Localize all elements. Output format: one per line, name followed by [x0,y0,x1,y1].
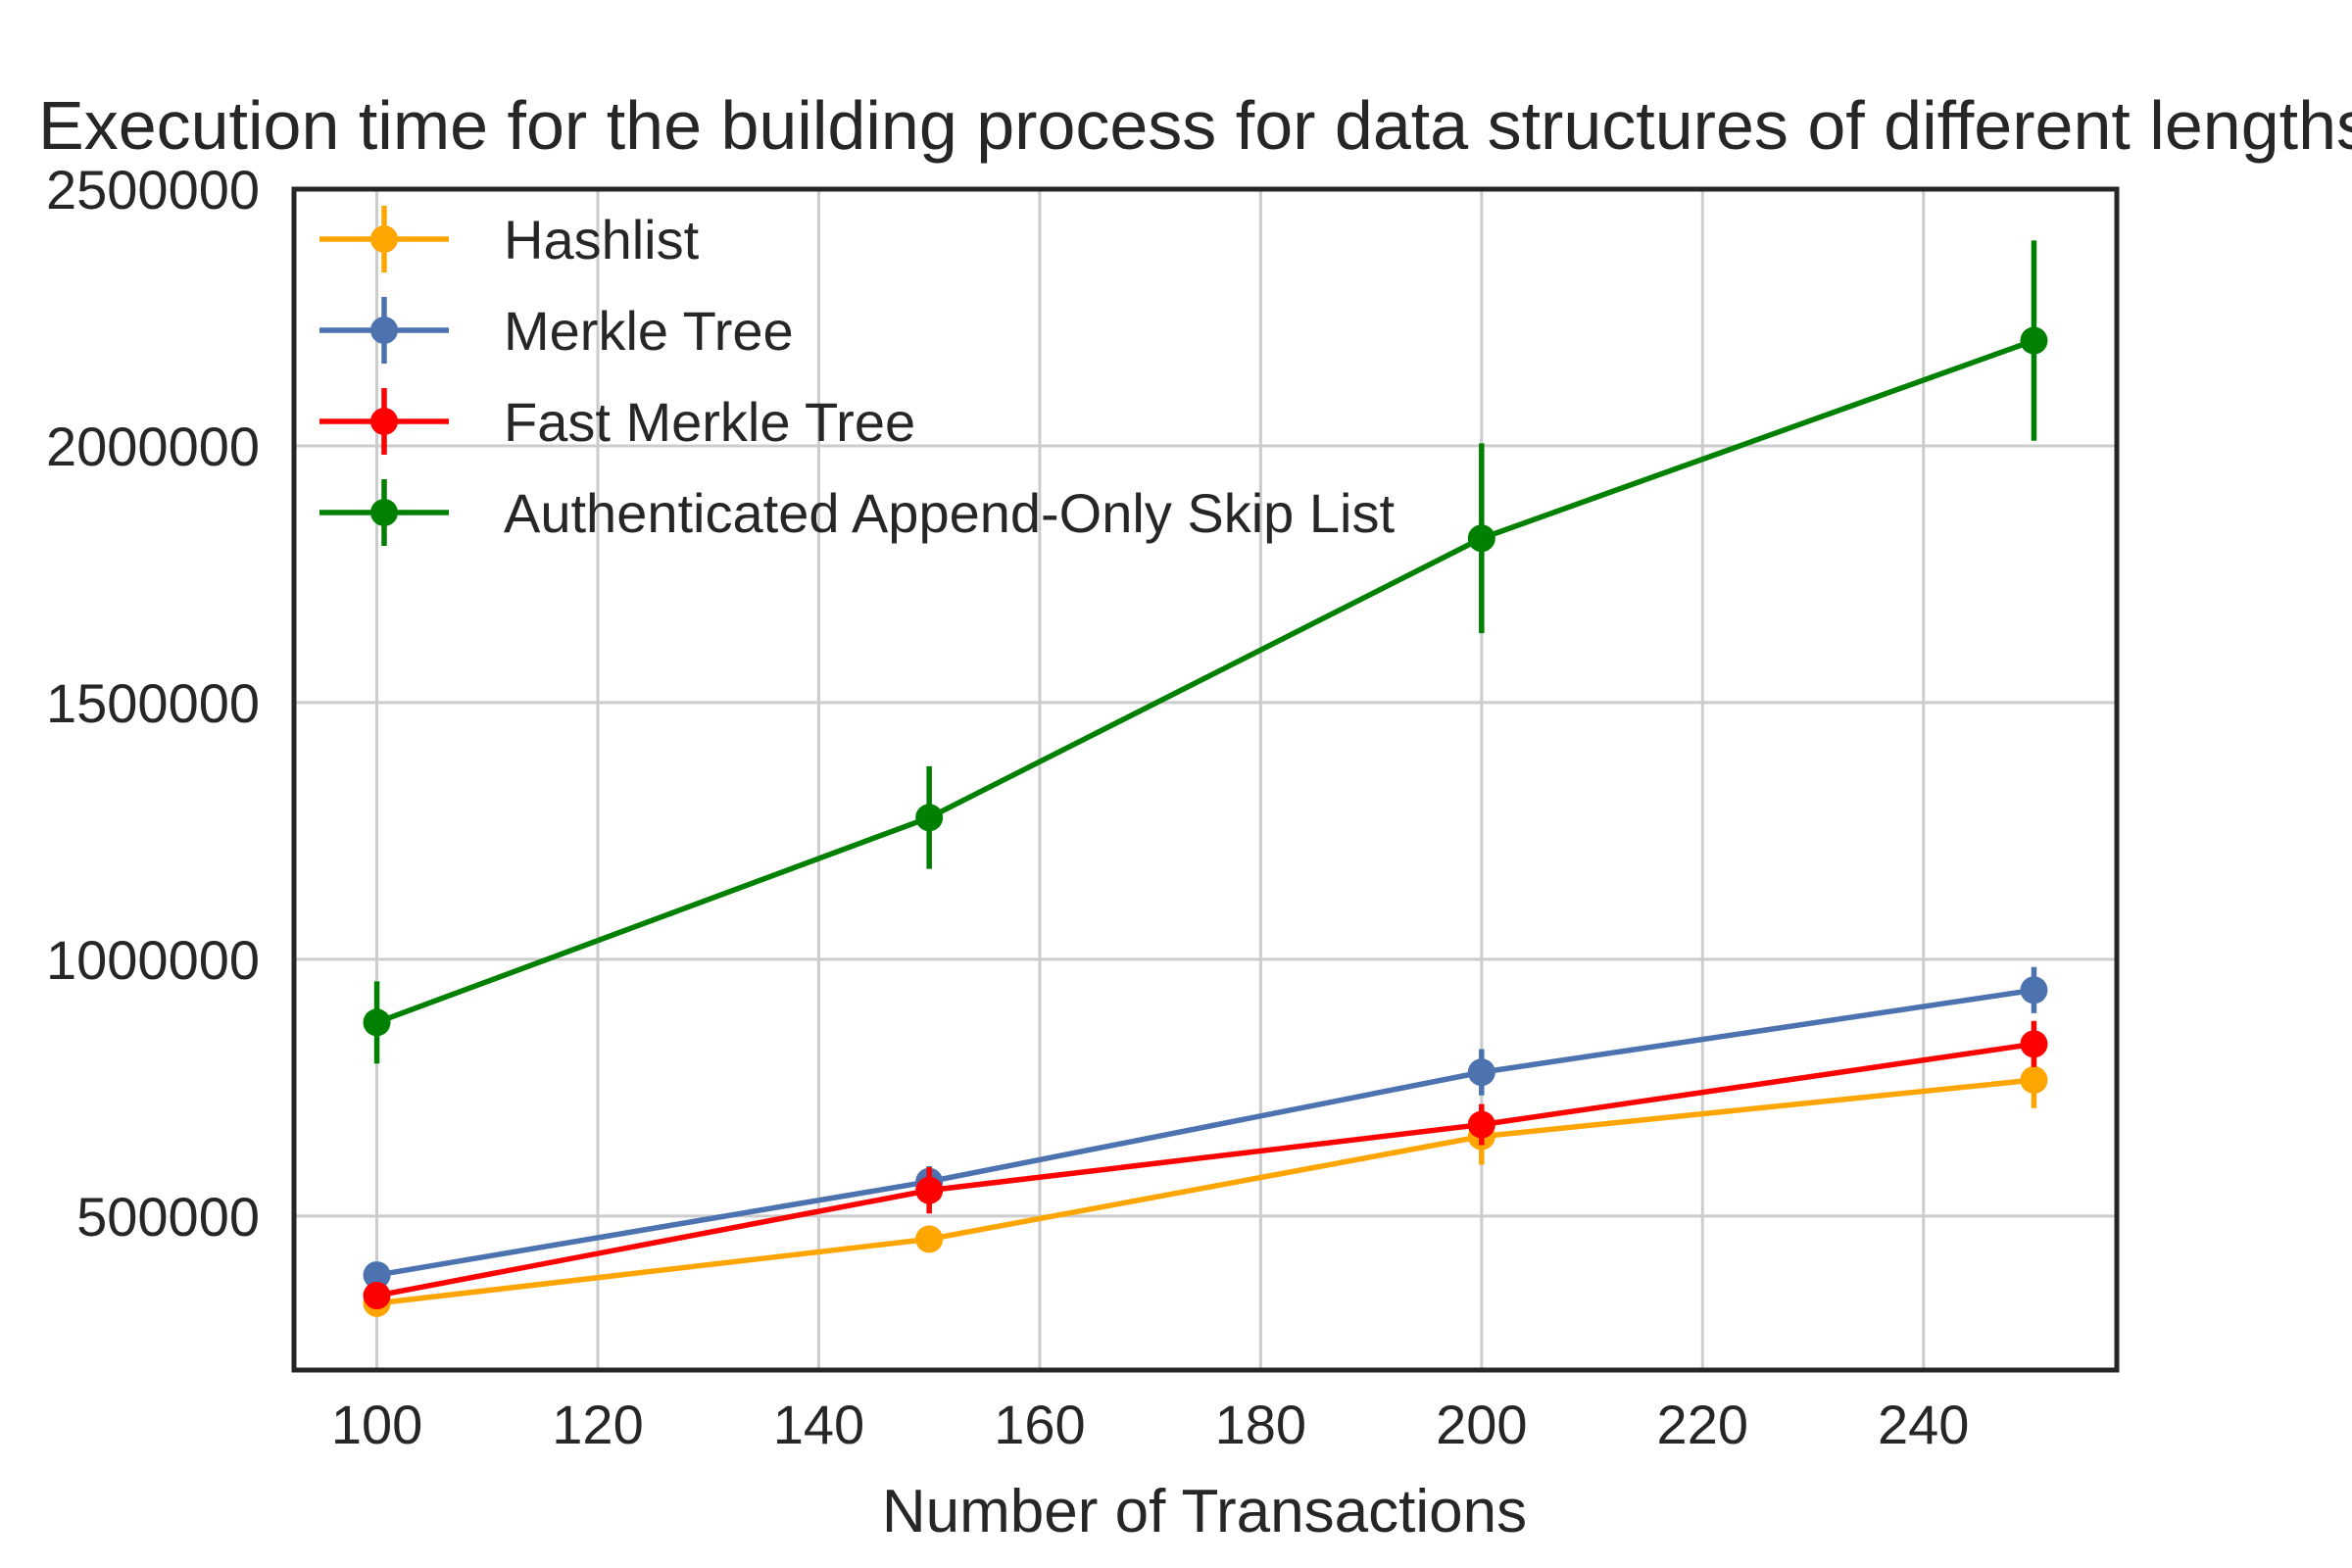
x-tick-label: 220 [1657,1394,1748,1455]
data-point [1467,524,1495,553]
x-tick-labels: 100 120 140 160 180 200 220 240 [331,1394,1970,1455]
series-line [376,1077,2034,1306]
legend-marker [370,499,398,526]
data-point [363,1282,391,1310]
data-point [2020,326,2048,355]
legend-label: Merkle Tree [504,300,794,362]
series-line [376,987,2034,1278]
legend-marker [370,317,398,344]
legend-label: Fast Merkle Tree [504,391,915,453]
data-point [915,1176,944,1204]
legend-entry: Hashlist [319,206,700,272]
chart-title: Execution time for the building process … [38,87,2352,164]
legend-label: Authenticated Append-Only Skip List [504,482,1395,544]
x-tick-label: 140 [773,1394,864,1455]
legend-label: Hashlist [504,209,700,270]
series-2 [363,1020,2048,1310]
x-tick-label: 120 [552,1394,643,1455]
y-tick-label: 2500000 [46,159,260,220]
data-point [2020,1065,2048,1094]
data-point [915,804,944,832]
legend-entry: Fast Merkle Tree [319,388,915,455]
legend-entry: Authenticated Append-Only Skip List [319,479,1395,546]
legend-entry: Merkle Tree [319,297,794,364]
data-point [915,1225,944,1253]
x-tick-label: 240 [1878,1394,1969,1455]
y-tick-labels: 500000 1000000 1500000 2000000 2500000 [46,159,260,1248]
data-point [1467,1058,1495,1087]
series-line [375,337,2035,1025]
y-tick-label: 1000000 [46,929,260,991]
x-axis-label: Number of Transactions [882,1478,1527,1545]
x-tick-label: 180 [1215,1394,1306,1455]
legend-marker [370,408,398,435]
data-point [363,1008,391,1037]
data-point [2020,976,2048,1004]
plot-frame [291,186,2120,1373]
series-3 [363,240,2048,1064]
y-tick-label: 500000 [76,1186,260,1248]
x-tick-label: 200 [1436,1394,1527,1455]
data-point [2020,1030,2048,1058]
data-point [1467,1110,1495,1139]
x-tick-label: 100 [331,1394,422,1455]
legend-marker [370,225,398,253]
y-tick-label: 1500000 [46,672,260,734]
y-tick-label: 2000000 [46,416,260,477]
series-line [376,1041,2034,1298]
data-point [363,1261,391,1290]
x-tick-label: 160 [994,1394,1085,1455]
series-layer [363,240,2048,1317]
